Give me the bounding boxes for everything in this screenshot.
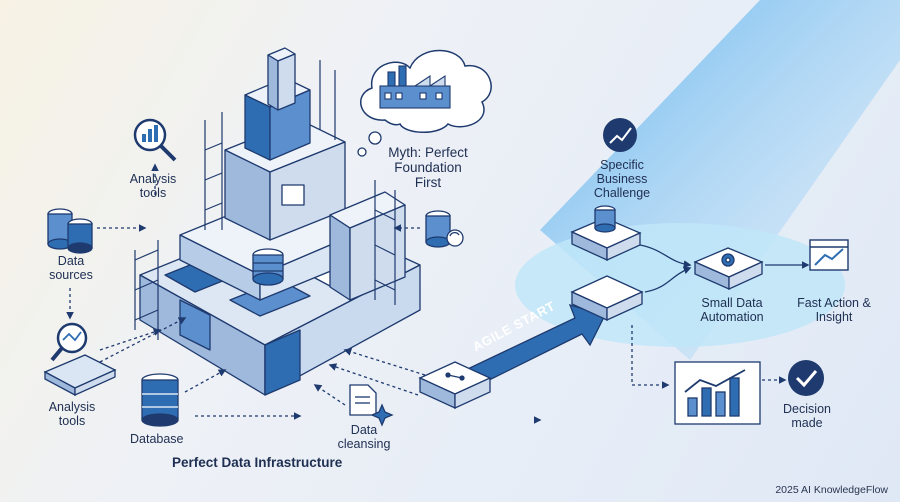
label-fast-action-insight: Fast Action & Insight	[797, 296, 871, 324]
label-perfect-data-infrastructure: Perfect Data Infrastructure	[172, 455, 343, 470]
bar-chart-icon	[674, 361, 761, 425]
feedback-connectors	[328, 348, 426, 396]
label-analysis-tools-bottom: Analysis tools	[48, 400, 96, 428]
puzzle-block	[570, 275, 644, 322]
checkmark-icon	[788, 360, 824, 396]
document-sparkle-icon	[349, 384, 394, 427]
database-puzzle-block	[570, 205, 642, 262]
building-under-construction	[139, 47, 421, 396]
credit-text: 2025 AI KnowledgeFlow	[775, 484, 888, 496]
label-data-sources: Data sources	[49, 254, 93, 282]
factory-icon	[379, 65, 451, 109]
dashboard-magnifier-icon	[43, 322, 117, 397]
gear-puzzle-block	[693, 247, 764, 291]
label-data-cleansing: Data cleansing	[337, 423, 391, 451]
scaffolding	[134, 60, 396, 340]
chart-magnifier-icon	[133, 118, 177, 162]
label-myth: Myth: Perfect Foundation First	[388, 145, 468, 190]
puzzle-piece-start	[418, 361, 492, 410]
label-decision-made: Decision made	[783, 402, 831, 430]
label-database: Database	[130, 432, 184, 446]
label-analysis-tools-top: Analysis tools	[129, 172, 177, 200]
label-small-data-automation: Small Data Automation	[700, 296, 764, 324]
dotted-down-connector	[631, 325, 787, 389]
database-icon	[47, 208, 93, 254]
flow-arrows	[639, 244, 810, 293]
database-icon	[141, 373, 179, 427]
label-specific-business-challenge: Specific Business Challenge	[593, 158, 651, 200]
dotted-connectors	[66, 163, 420, 420]
database-sync-icon	[425, 210, 464, 248]
trend-chart-icon	[603, 118, 637, 152]
monitor-chart-icon	[809, 239, 849, 271]
